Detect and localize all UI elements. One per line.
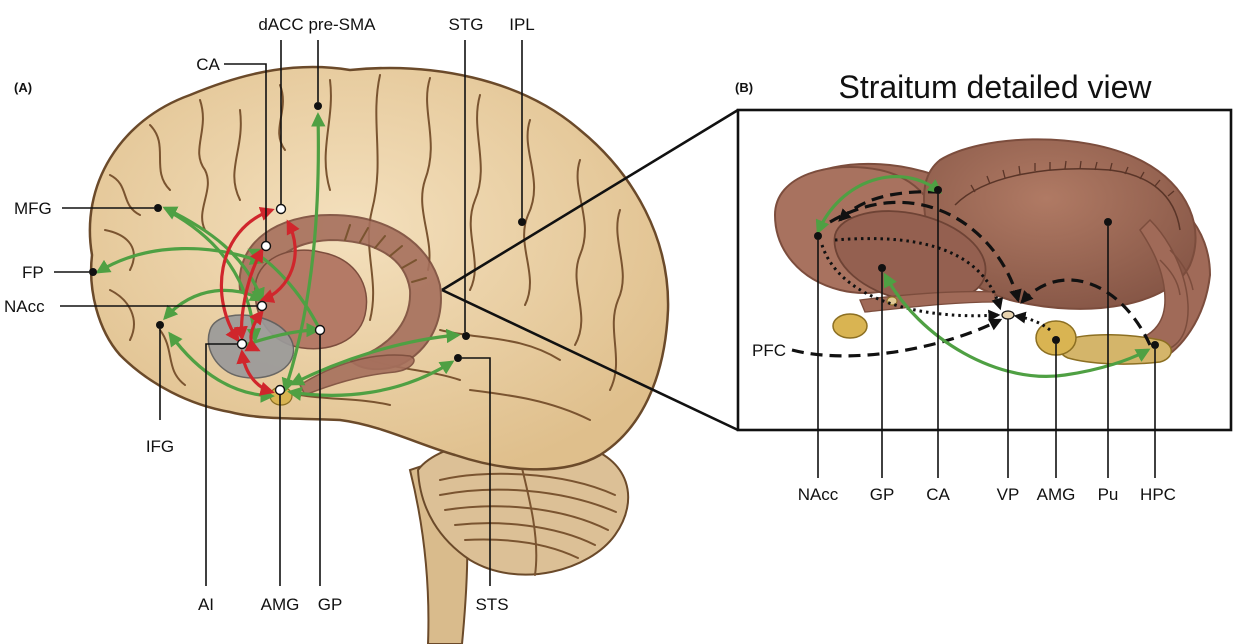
dot-mfg (154, 204, 162, 212)
dot-presma (314, 102, 322, 110)
dot-ca (262, 242, 271, 251)
panel-b: (B) Straitum detailed view (735, 69, 1231, 504)
label-ca-b: CA (926, 485, 950, 504)
panel-a-label: (A) (14, 80, 32, 95)
label-presma: pre-SMA (308, 15, 376, 34)
dot-sts (454, 354, 462, 362)
dot-gp-b (878, 264, 886, 272)
dot-ai (238, 340, 247, 349)
dot-nacc (258, 302, 267, 311)
dot-hpc-b (1151, 341, 1159, 349)
dot-ca-b (934, 186, 942, 194)
panel-b-label: (B) (735, 80, 753, 95)
label-amg-b: AMG (1037, 485, 1076, 504)
label-stg: STG (449, 15, 484, 34)
label-dacc: dACC (258, 15, 303, 34)
label-ipl: IPL (509, 15, 535, 34)
dot-gp (316, 326, 325, 335)
label-ca-a: CA (196, 55, 220, 74)
dot-ipl (518, 218, 526, 226)
label-vp: VP (997, 485, 1020, 504)
label-ai: AI (198, 595, 214, 614)
cerebrum (90, 67, 668, 469)
small-blob-left (833, 314, 867, 338)
label-gp-a: GP (318, 595, 343, 614)
label-amg-a: AMG (261, 595, 300, 614)
panel-a: (A) (4, 15, 668, 644)
dot-nacc-b (814, 232, 822, 240)
label-gp-b: GP (870, 485, 895, 504)
dot-pu-b (1104, 218, 1112, 226)
label-nacc-a: NAcc (4, 297, 45, 316)
label-sts: STS (475, 595, 508, 614)
label-nacc-b: NAcc (798, 485, 839, 504)
dot-dacc (277, 205, 286, 214)
vp-b (1002, 311, 1014, 319)
label-pfc: PFC (752, 341, 786, 360)
dot-amg-b (1052, 336, 1060, 344)
label-mfg: MFG (14, 199, 52, 218)
panel-b-title: Straitum detailed view (838, 69, 1152, 105)
label-pu: Pu (1098, 485, 1119, 504)
label-fp: FP (22, 263, 44, 282)
dot-ifg (156, 321, 164, 329)
dot-fp (89, 268, 97, 276)
label-ifg: IFG (146, 437, 174, 456)
label-hpc: HPC (1140, 485, 1176, 504)
dot-stg (462, 332, 470, 340)
dot-amg (276, 386, 285, 395)
